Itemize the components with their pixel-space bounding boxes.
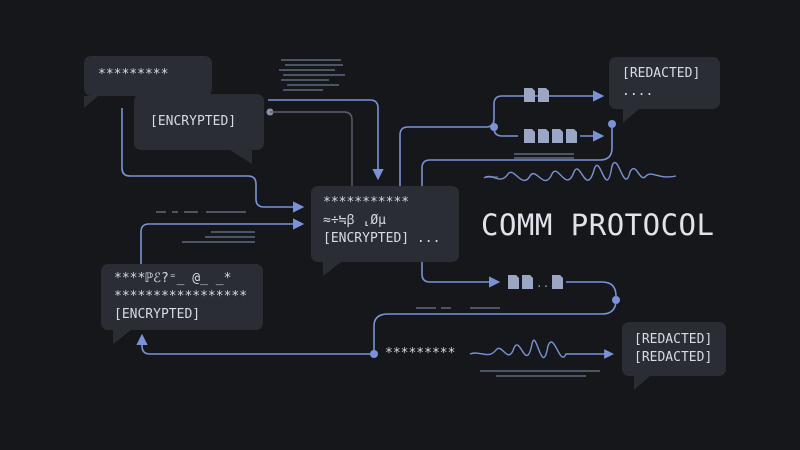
bubble-tail	[323, 262, 341, 276]
document-icons-bottom	[508, 275, 563, 289]
wire-bottomleft-to-center	[140, 218, 305, 268]
bubble-bottom-left: ****ℙℰ?⁼_ @_ _* ***************** [ENCRY…	[101, 264, 263, 344]
topright-line-1: [REDACTED]	[622, 66, 701, 81]
wire-to-bottomleft	[136, 333, 374, 355]
waveform-top-icon	[483, 162, 677, 182]
bubble-top-left-stars: *********	[84, 56, 212, 108]
wire-left-loop	[121, 108, 305, 213]
bubble-tail	[623, 109, 639, 123]
bubble-tail	[84, 96, 98, 108]
files-ellipsis: ...	[536, 277, 556, 290]
bottomleft-line-1: ****ℙℰ?⁼_ @_ _*	[114, 271, 232, 286]
bottomleft-line-2: *****************	[114, 289, 248, 304]
stars-bottom-label: *********	[385, 346, 456, 361]
bubble-tail	[634, 376, 650, 390]
bubble-tail	[230, 150, 252, 164]
wire-center-down	[421, 262, 501, 288]
data-dots-top	[279, 59, 345, 91]
bottomright-line-2: [REDACTED]	[634, 350, 713, 365]
document-icons-top	[524, 88, 577, 143]
wire-bottom-loop	[373, 281, 617, 354]
page-title: COMM PROTOCOL	[481, 208, 715, 242]
bubble-bottom-right: [REDACTED] [REDACTED]	[622, 322, 726, 390]
encrypted-text: [ENCRYPTED]	[150, 114, 237, 129]
center-line-3: [ENCRYPTED] ...	[323, 231, 441, 246]
data-dots-bottom	[416, 307, 600, 377]
stars-text: *********	[98, 67, 169, 82]
bottomleft-line-3: [ENCRYPTED]	[114, 307, 201, 322]
bubble-top-right: [REDACTED] ....	[609, 57, 720, 123]
bubble-encrypted-left: [ENCRYPTED]	[134, 94, 264, 164]
topright-line-2: ....	[622, 84, 654, 99]
wire-center-right	[421, 128, 613, 186]
wire-grey	[270, 111, 353, 186]
center-line-1: ***********	[323, 195, 410, 210]
center-line-2: ≈÷≒ꞵ ⸤Øμ	[323, 213, 386, 228]
wire-enc-to-center	[268, 99, 384, 181]
bubble-tail	[113, 330, 131, 344]
bottomright-line-1: [REDACTED]	[634, 332, 713, 347]
bubble-center: *********** ≈÷≒ꞵ ⸤Øμ [ENCRYPTED] ...	[311, 186, 459, 276]
waveform-bottom-icon	[469, 339, 614, 359]
data-dots-center-left	[156, 211, 255, 243]
